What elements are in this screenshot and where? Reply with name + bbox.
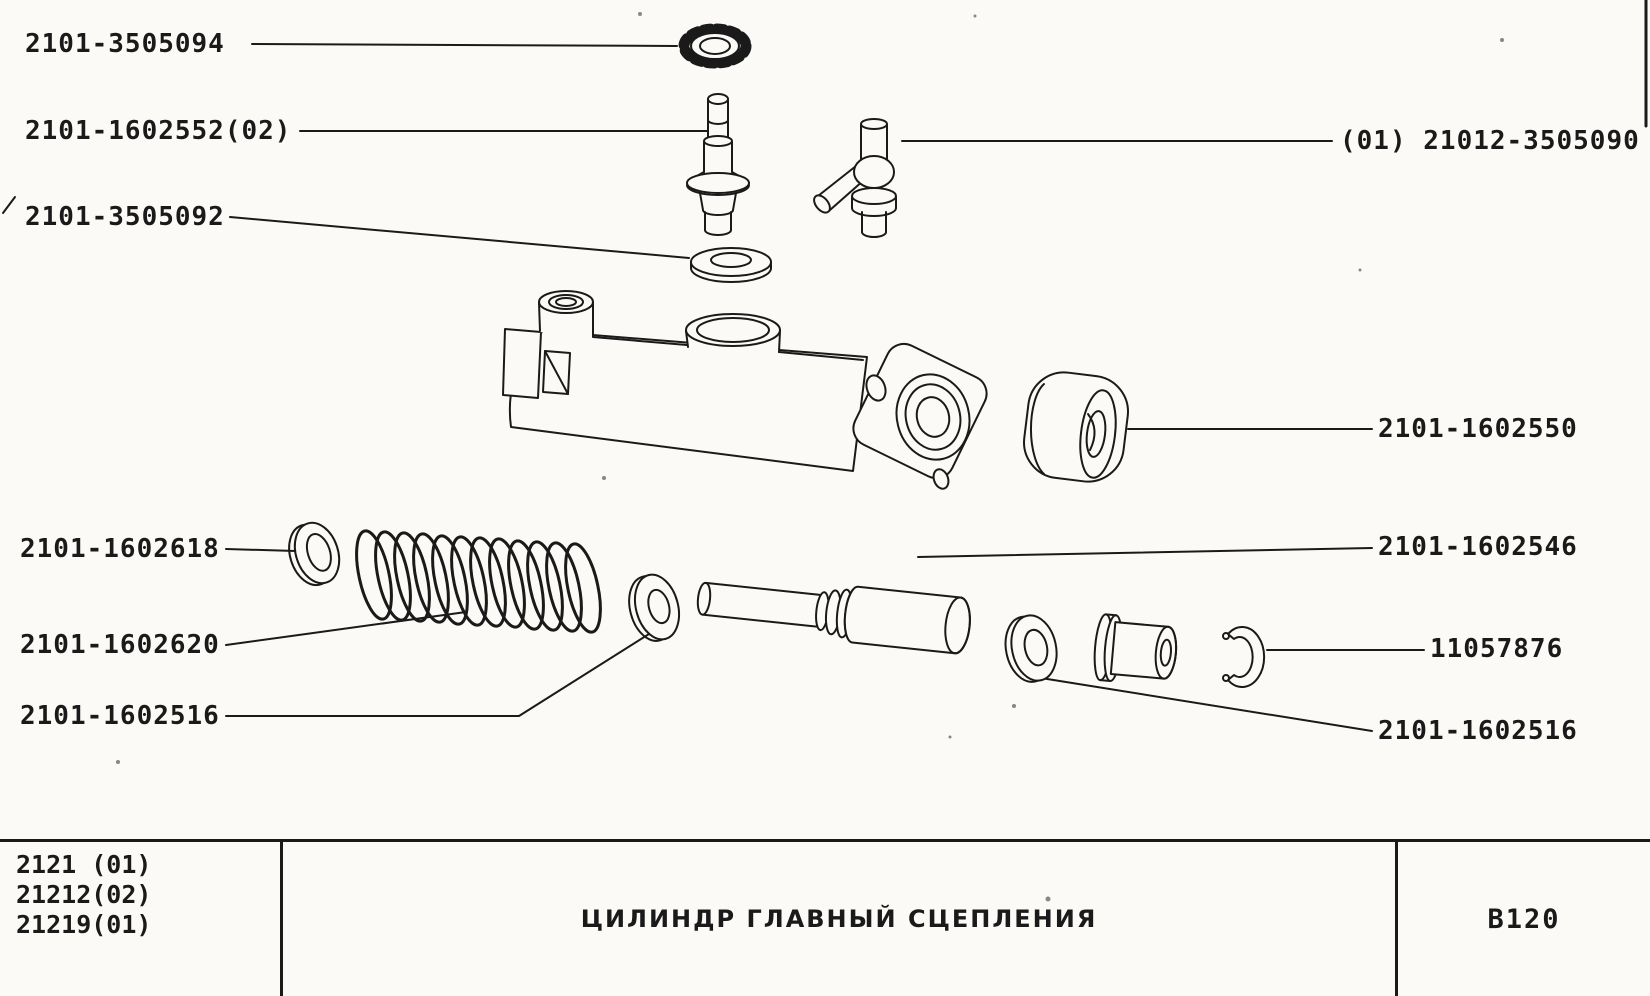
- label-11057876: 11057876: [1430, 634, 1564, 664]
- label-1602550: 2101-1602550: [1378, 414, 1578, 444]
- label-1602618: 2101-1602618: [20, 534, 220, 564]
- label-1602516-right: 2101-1602516: [1378, 716, 1578, 746]
- part-2101-1602516-seal-right: [1004, 614, 1058, 683]
- label-3505092: 2101-3505092: [25, 202, 225, 232]
- part-11057876-circlip: [1222, 626, 1266, 688]
- part-master-cylinder-body: [502, 290, 988, 490]
- drawing-title: ЦИЛИНДР ГЛАВНЫЙ СЦЕПЛЕНИЯ: [580, 905, 1098, 933]
- scan-specks: [116, 12, 1504, 902]
- sheet-code: В120: [1395, 842, 1650, 996]
- part-2101-1602552-stem: [686, 93, 750, 236]
- part-2101-1602546-piston: [696, 581, 971, 655]
- model-code-row: 21212(02): [16, 880, 152, 909]
- label-1602552: 2101-1602552(02): [25, 116, 292, 146]
- part-2101-1602516-seal-left: [628, 573, 681, 642]
- model-codes: 2121 (01) 21212(02) 21219(01): [0, 842, 283, 996]
- label-1602516-left: 2101-1602516: [20, 701, 220, 731]
- part-2101-1602550-boot: [1023, 371, 1129, 483]
- label-1602620: 2101-1602620: [20, 630, 220, 660]
- part-spacer-piston: [1093, 613, 1178, 682]
- leader-1602516-left: [225, 633, 650, 717]
- label-1602546: 2101-1602546: [1378, 532, 1578, 562]
- part-2101-1602620-spring: [355, 529, 602, 634]
- leader-1602618: [225, 548, 297, 552]
- label-3505094: 2101-3505094: [25, 29, 225, 59]
- part-21012-3505090-elbow-fitting: [813, 118, 897, 238]
- model-code-row: 2121 (01): [16, 850, 152, 879]
- leader-3505092: [229, 216, 690, 259]
- model-code-row: 21219(01): [16, 910, 152, 939]
- leader-1602516-right: [1040, 677, 1373, 732]
- part-2101-1602618-ring: [288, 521, 341, 587]
- part-2101-3505094-lock-washer: [678, 23, 752, 69]
- title-block: 2121 (01) 21212(02) 21219(01) ЦИЛИНДР ГЛ…: [0, 839, 1650, 996]
- leader-1602546: [917, 547, 1373, 558]
- leader-3505094: [251, 43, 678, 47]
- frame-fragments: [2, 0, 1648, 214]
- label-3505090: (01) 21012-3505090: [1340, 126, 1640, 156]
- part-2101-3505092-washer: [690, 247, 772, 283]
- leader-lines: [225, 43, 1425, 732]
